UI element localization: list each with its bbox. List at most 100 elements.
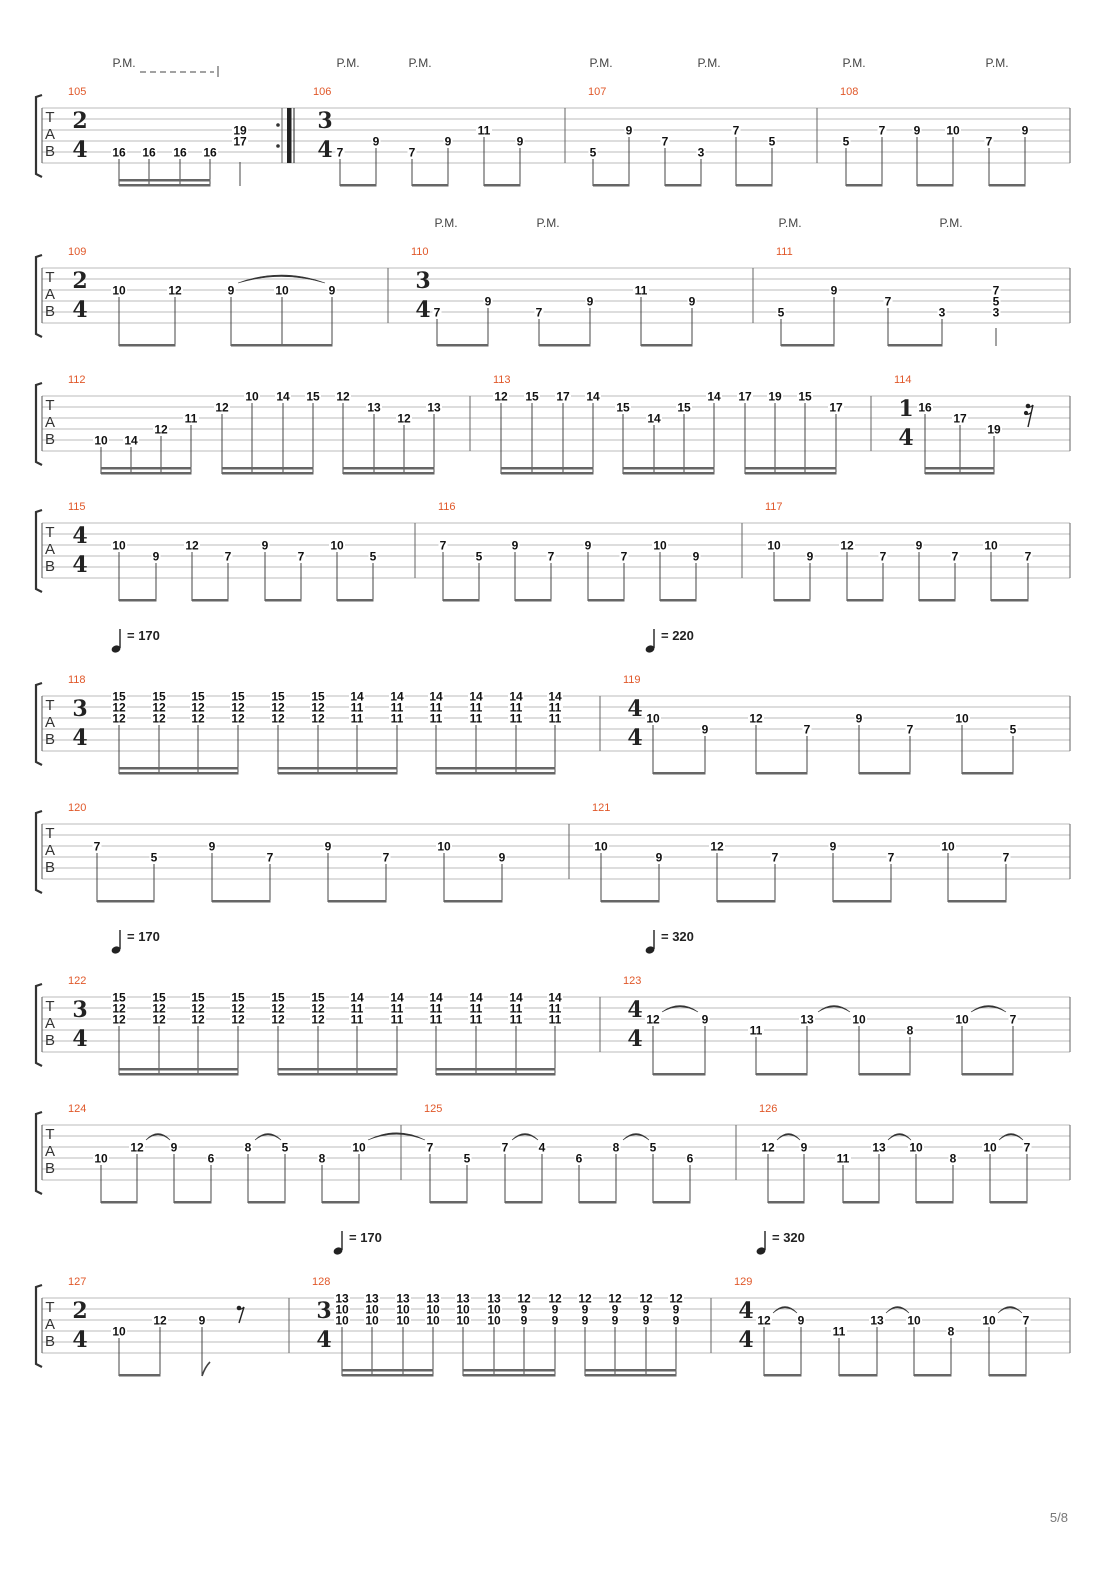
tab-note: 11 [476, 124, 492, 138]
fret-number: 12 [191, 1013, 205, 1027]
tab-note: 9 [700, 723, 710, 737]
fret-bg [223, 550, 233, 561]
fret-bg [468, 991, 484, 1002]
fret-number: 5 [769, 135, 776, 149]
fret-bg [835, 1152, 851, 1163]
fret-bg [381, 851, 391, 862]
palm-mute-label: P.M. [536, 216, 559, 230]
fret-bg [323, 840, 333, 851]
tab-note: 14 [123, 434, 139, 448]
tab-note: 10 [111, 1325, 127, 1339]
beam [430, 1201, 468, 1204]
fret-number: 9 [153, 550, 160, 564]
beam [501, 467, 594, 470]
fret-bg [206, 1152, 216, 1163]
fret-number: 7 [986, 135, 993, 149]
fret-number: 9 [702, 723, 709, 737]
fret-bg [991, 306, 1001, 317]
fret-bg [510, 539, 520, 550]
fret-number: 14 [647, 412, 661, 426]
fret-bg [760, 1141, 776, 1152]
tab-clef-letter: T [45, 697, 54, 714]
fret-bg [547, 1013, 563, 1024]
measure: 1223415121215121215121215121215121215121… [68, 975, 601, 1076]
fret-number: 10 [487, 1314, 501, 1328]
fret-bg [991, 284, 1001, 295]
beam [925, 467, 995, 470]
fret-number: 17 [556, 390, 570, 404]
fret-bg [638, 1292, 654, 1303]
beam [340, 184, 377, 187]
fret-number: 5 [590, 146, 597, 160]
fret-number: 11 [478, 124, 491, 138]
tab-note: 12 [153, 423, 169, 437]
tab-clef-letter: T [45, 998, 54, 1015]
fret-number: 10 [275, 284, 289, 298]
fret-bg [111, 284, 127, 295]
tab-note: 13 [869, 1314, 885, 1328]
fret-number: 9 [656, 851, 663, 865]
tie-arc [776, 1133, 801, 1141]
fret-number: 7 [879, 124, 886, 138]
fret-number: 9 [673, 1314, 680, 1328]
time-signature-top: 4 [627, 696, 642, 722]
fret-bg [580, 1314, 590, 1325]
measure-number: 107 [588, 86, 606, 98]
fret-bg [428, 701, 444, 712]
fret-number: 12 [311, 1002, 325, 1016]
fret-number: 11 [430, 712, 443, 726]
fret-number: 11 [391, 1013, 404, 1027]
tab-note: 753 [991, 284, 1001, 320]
tab-note: 9 [226, 284, 236, 298]
fret-number: 7 [880, 550, 887, 564]
fret-bg [547, 1292, 563, 1303]
fret-number: 14 [707, 390, 721, 404]
tab-note: 9 [1020, 124, 1030, 138]
beam [278, 1073, 398, 1076]
fret-bg [583, 539, 593, 550]
system-bracket [34, 253, 43, 338]
tempo-value: = 170 [127, 929, 160, 944]
palm-mute: P.M. [434, 216, 457, 230]
fret-bg [280, 1141, 290, 1152]
tab-note: 5 [841, 135, 851, 149]
rest-hook [1025, 411, 1032, 415]
fret-bg [428, 1013, 444, 1024]
fret-number: 9 [209, 840, 216, 854]
fret-number: 10 [94, 1152, 108, 1166]
fret-bg [981, 1314, 997, 1325]
tab-clef-letter: T [45, 1126, 54, 1143]
quarter-note-icon [111, 946, 121, 954]
fret-bg [368, 550, 378, 561]
fret-bg [310, 991, 326, 1002]
fret-number: 10 [335, 1314, 349, 1328]
fret-number: 10 [365, 1303, 379, 1317]
tab-clef-letter: B [45, 1160, 55, 1177]
tab-note: 7 [296, 550, 306, 564]
palm-mute-label: P.M. [842, 56, 865, 70]
time-signature-bottom: 4 [898, 425, 913, 451]
fret-number: 8 [907, 1024, 914, 1038]
fret-bg [839, 539, 855, 550]
fret-bg [468, 1013, 484, 1024]
tab-note: 7 [1023, 550, 1033, 564]
palm-mute-label: P.M. [985, 56, 1008, 70]
fret-number: 7 [1025, 550, 1032, 564]
fret-bg [371, 135, 381, 146]
tab-note: 10 [945, 124, 961, 138]
fret-number: 8 [950, 1152, 957, 1166]
fret-bg [877, 124, 887, 135]
fret-bg [547, 701, 563, 712]
fret-bg [805, 550, 815, 561]
tab-note: 7 [425, 1141, 435, 1155]
fret-number: 7 [434, 306, 441, 320]
fret-bg [654, 851, 664, 862]
